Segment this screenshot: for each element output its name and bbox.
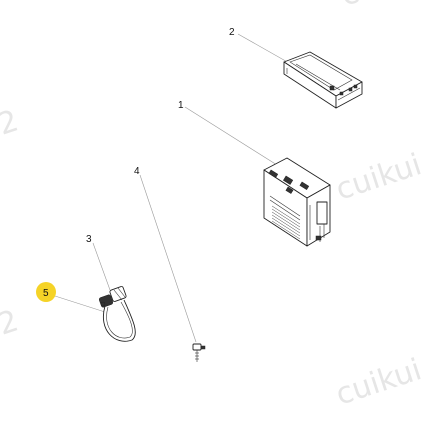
- callout-5[interactable]: 5: [43, 288, 49, 299]
- module-tray-icon[interactable]: [283, 51, 363, 109]
- watermark-text: cuikui: [332, 147, 426, 207]
- callout-3[interactable]: 3: [86, 234, 92, 245]
- leader-line-5: [54, 295, 106, 313]
- watermark-text: cui: [337, 0, 390, 14]
- watermark-text: 2: [0, 103, 23, 142]
- callout-4[interactable]: 4: [134, 166, 140, 177]
- leader-line-3: [92, 242, 111, 291]
- callout-numbers: 2 1 4 3 5: [43, 27, 235, 299]
- leader-line-1: [184, 106, 286, 171]
- callout-1[interactable]: 1: [178, 100, 184, 111]
- control-module-icon[interactable]: [263, 157, 331, 247]
- watermark-text: 2: [0, 303, 23, 342]
- screw-icon[interactable]: [192, 343, 206, 362]
- callout-2[interactable]: 2: [229, 27, 235, 38]
- watermarks: cuikui cuikui 2 2 cui: [0, 0, 426, 413]
- wiring-harness-icon[interactable]: [98, 286, 136, 342]
- callout-5-highlight: [36, 282, 56, 302]
- watermark-text: cuikui: [332, 352, 426, 412]
- leader-line-4: [139, 174, 197, 343]
